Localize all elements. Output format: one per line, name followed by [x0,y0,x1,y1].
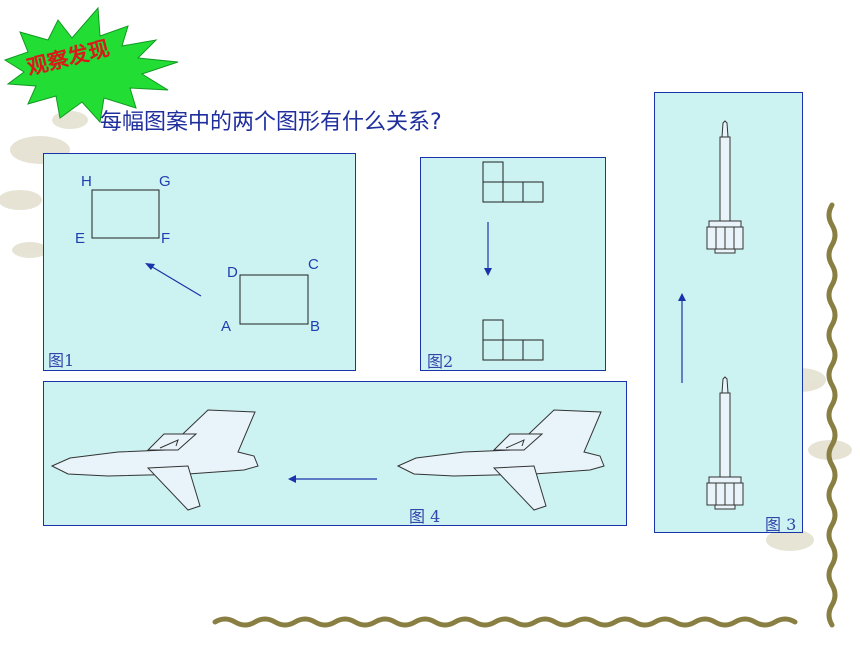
rocket-bottom [706,376,744,510]
figure-2-label: 图2 [427,352,454,371]
point-label-g: G [159,173,171,190]
leftward-arrowhead [288,475,296,483]
translated-rectangle-efgh [91,189,160,239]
figure-1-drawing [91,189,309,325]
figure-3-label: 图 3 [765,515,797,534]
figure-1-label: 图1 [48,351,75,370]
question-text: 每幅图案中的两个图形有什么关系? [100,110,442,135]
airplane-right [397,409,605,511]
point-label-h: H [81,173,92,190]
point-label-c: C [308,256,319,273]
point-label-b: B [310,318,321,335]
figure-4-label: 图 4 [409,507,441,526]
point-label-e: E [75,230,86,247]
upward-arrowhead [678,293,686,301]
starburst-badge [3,6,179,124]
figure-2-drawing [482,161,544,361]
translation-arrow [148,264,202,297]
point-label-a: A [221,318,232,335]
point-label-d: D [227,264,238,281]
original-rectangle-abcd [239,274,309,325]
downward-arrowhead [484,268,492,276]
figure-3-panel: 图 3 [654,92,803,534]
rocket-top [706,120,744,254]
airplane-left [51,409,259,511]
translation-arrowhead [145,263,155,270]
figure-4-panel: 图 4 [43,381,627,526]
l-shape-bottom [482,319,544,361]
l-shape-top [482,161,544,203]
figure-3-drawing [678,120,744,510]
point-label-f: F [161,230,171,247]
figure-4-drawing [51,409,605,511]
figure-2-panel: 图2 [420,157,606,371]
figure-1-panel: H G E F D C A B 图1 [43,153,356,371]
